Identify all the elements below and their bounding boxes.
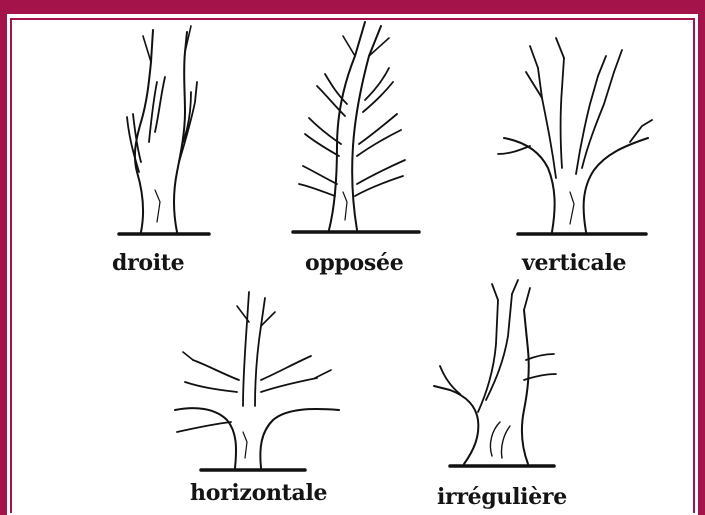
straight-tree-icon [105,22,215,242]
horizontal-branch-tree-icon [165,282,350,478]
irregular-branch-tree-icon [430,280,570,474]
tree-label-horizontale: horizontale [190,480,327,506]
vertical-branch-tree-icon [490,28,660,242]
top-banner-strip [0,0,705,14]
opposite-branch-tree-icon [285,16,425,242]
tree-label-irreguliere: irrégulière [437,484,567,510]
tree-label-opposee: opposée [305,250,403,276]
tree-label-verticale: verticale [522,250,626,276]
tree-label-droite: droite [112,250,184,276]
